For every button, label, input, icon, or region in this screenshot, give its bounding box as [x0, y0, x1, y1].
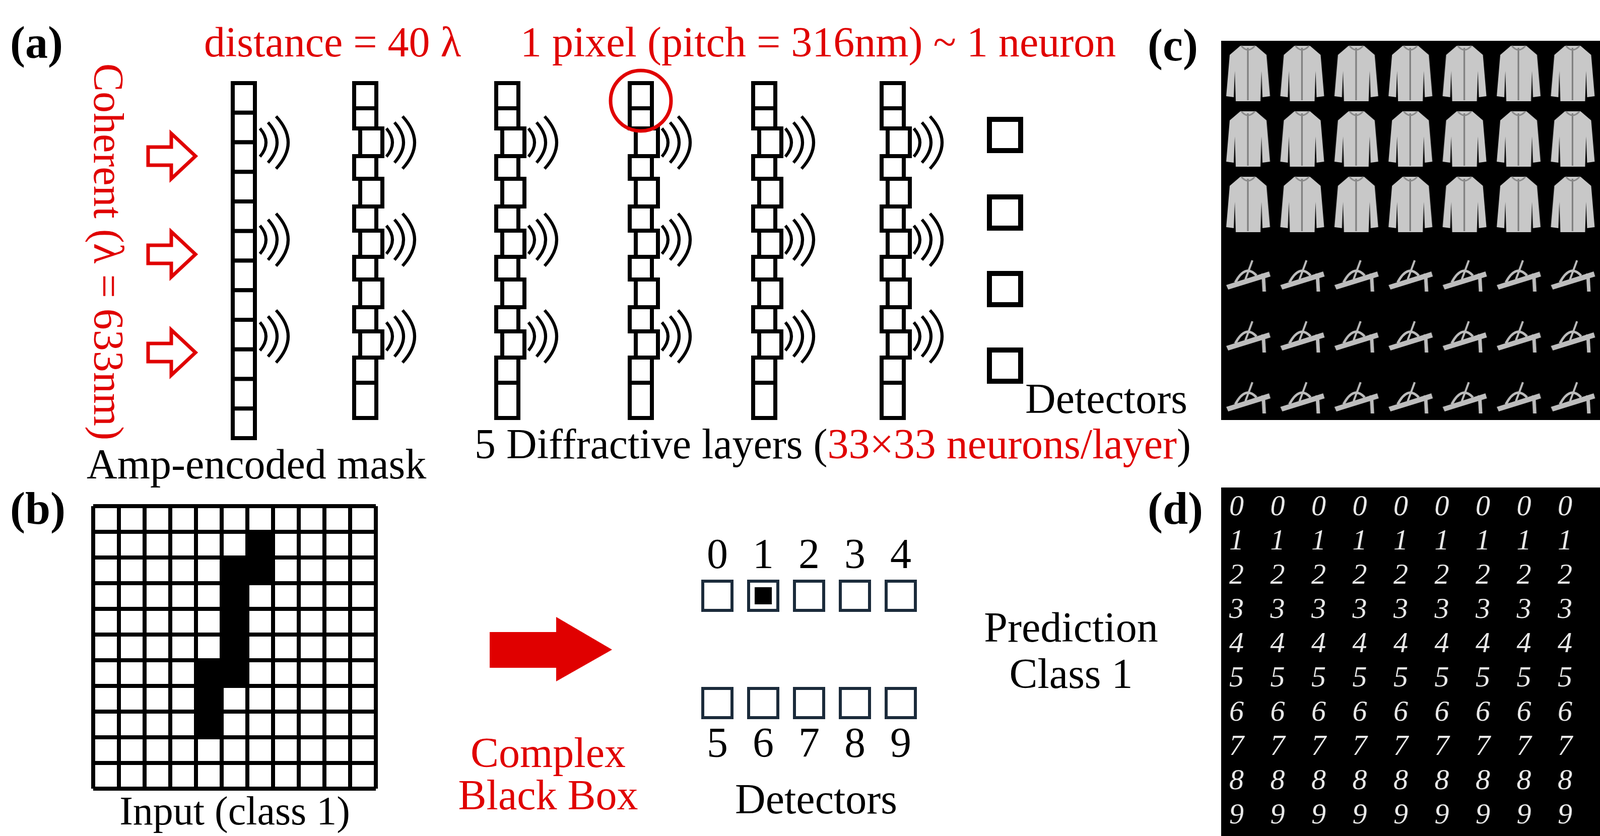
panel-letter: (d): [1147, 486, 1204, 532]
diffractive-layer: [629, 83, 658, 419]
diffractive-layer: [354, 83, 383, 419]
class-number: 0: [706, 532, 728, 576]
class-number: 7: [798, 721, 820, 765]
panel-letter: (c): [1147, 22, 1198, 69]
black-box-label: Complex Black Box: [452, 731, 644, 817]
class-number: 5: [706, 721, 728, 765]
diffraction-waves: [259, 116, 289, 363]
mnist-digit-row: 9 9 9 9 9 9 9 9 9: [1229, 796, 1573, 832]
process-arrow: [489, 617, 613, 682]
class-number: 4: [890, 532, 912, 576]
panel-letter: (b): [10, 486, 66, 532]
mnist-digit-row: 0 0 0 0 0 0 0 0 0: [1229, 488, 1573, 523]
diffractive-layer: [496, 83, 525, 419]
mnist-digit-row: 1 1 1 1 1 1 1 1 1: [1229, 522, 1573, 558]
mnist-digit-row: 3 3 3 3 3 3 3 3 3: [1229, 591, 1573, 626]
class-number: 2: [798, 532, 820, 576]
diffraction-waves: [913, 116, 943, 363]
neuron-highlight: [610, 70, 672, 131]
detectors-label: Detectors: [735, 778, 898, 821]
detector-squares: [989, 119, 1021, 382]
class-number: 9: [890, 721, 912, 765]
distance-label: distance = 40 λ: [204, 21, 461, 64]
diffraction-waves: [785, 116, 814, 363]
mnist-digit-row: 6 6 6 6 6 6 6 6 6: [1229, 694, 1573, 729]
class-number: 1: [752, 532, 774, 576]
layers-label: 5 Diffractive layers (: [474, 423, 828, 466]
fashion-mnist-samples: [1221, 40, 1600, 421]
input-grid: [93, 506, 376, 789]
class-number: 3: [844, 532, 866, 576]
class-number: 6: [752, 721, 774, 765]
class-number: 8: [844, 721, 866, 765]
light-source-label: Coherent (λ = 633nm): [87, 63, 130, 441]
layers-label: ): [1176, 423, 1191, 466]
input-label: Input (class 1): [119, 790, 351, 832]
detectors-label: Detectors: [1025, 377, 1188, 421]
active-detector: [754, 587, 772, 605]
mask-label: Amp-encoded mask: [86, 443, 427, 486]
layers-size-label: 33×33 neurons/layer: [827, 423, 1177, 466]
mnist-samples: [1221, 487, 1600, 836]
panel-letter: (a): [10, 20, 63, 66]
mnist-digit-row: 8 8 8 8 8 8 8 8 8: [1229, 762, 1573, 797]
mnist-digit-row: 7 7 7 7 7 7 7 7 7: [1229, 728, 1573, 763]
mnist-digit-row: 5 5 5 5 5 5 5 5 5: [1229, 659, 1573, 695]
diffraction-waves: [661, 116, 691, 363]
detector-squares: [702, 581, 916, 718]
mnist-digit-row: 4 4 4 4 4 4 4 4 4: [1229, 625, 1573, 660]
diffraction-waves: [386, 116, 415, 363]
light-arrows: [148, 133, 196, 376]
pixel-pitch-label: 1 pixel (pitch = 316nm) ~ 1 neuron: [520, 21, 1116, 64]
diffraction-waves: [528, 116, 557, 363]
prediction-label: Prediction Class 1: [965, 604, 1177, 698]
amplitude-mask: [232, 83, 255, 439]
diffractive-layer: [881, 83, 910, 419]
mnist-digit-row: 2 2 2 2 2 2 2 2 2: [1229, 557, 1573, 592]
diffractive-layer: [753, 83, 782, 419]
